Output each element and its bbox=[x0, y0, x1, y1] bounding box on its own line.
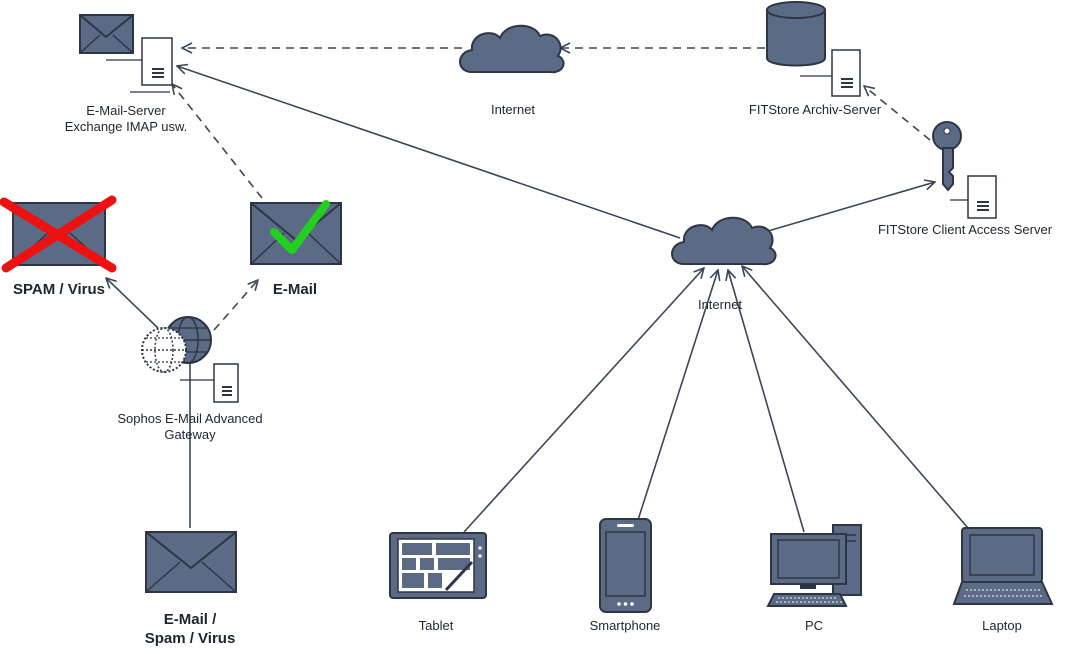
laptop-icon bbox=[952, 527, 1054, 605]
envelope-server-icon bbox=[79, 14, 173, 93]
edge-pc-to-internet bbox=[728, 270, 805, 533]
mail-server-label-1: E-Mail-Server bbox=[86, 103, 166, 118]
smartphone-icon bbox=[599, 518, 652, 613]
edge-gateway-to-email bbox=[213, 280, 258, 331]
pc-node: PC bbox=[766, 524, 862, 633]
internet-top-node: Internet bbox=[459, 24, 565, 117]
client-access-server-node: FITStore Client Access Server bbox=[878, 121, 1053, 237]
archive-server-label: FITStore Archiv-Server bbox=[749, 102, 882, 117]
cloud-icon bbox=[459, 24, 565, 74]
gateway-node: Sophos E-Mail Advanced Gateway bbox=[117, 316, 263, 442]
edge-internet-mid-to-mailserver bbox=[177, 66, 681, 239]
client-access-server-label: FITStore Client Access Server bbox=[878, 222, 1053, 237]
internet-top-label: Internet bbox=[491, 102, 535, 117]
envelope-crossed-icon bbox=[0, 195, 117, 273]
edge-laptop-to-internet bbox=[742, 266, 969, 529]
internet-mid-label: Internet bbox=[698, 297, 742, 312]
email-ok-node: E-Mail bbox=[250, 200, 342, 298]
gateway-label-1: Sophos E-Mail Advanced bbox=[117, 411, 262, 426]
edge-email-to-mailserver bbox=[172, 84, 263, 199]
envelope-check-icon bbox=[250, 200, 342, 265]
gateway-label-2: Gateway bbox=[164, 427, 216, 442]
key-server-icon bbox=[932, 121, 997, 219]
tablet-label: Tablet bbox=[419, 618, 454, 633]
envelope-icon bbox=[145, 531, 237, 593]
laptop-node: Laptop bbox=[952, 527, 1054, 633]
tablet-node: Tablet bbox=[389, 532, 487, 633]
spam-label: SPAM / Virus bbox=[13, 281, 105, 298]
incoming-label-1: E-Mail / bbox=[164, 611, 217, 628]
incoming-label-2: Spam / Virus bbox=[145, 630, 236, 647]
database-server-icon bbox=[766, 1, 861, 97]
internet-mid-node: Internet bbox=[671, 216, 777, 312]
incoming-mail-node: E-Mail / Spam / Virus bbox=[145, 531, 237, 647]
mail-server-node: E-Mail-Server Exchange IMAP usw. bbox=[65, 14, 188, 134]
edge-gateway-to-spam bbox=[106, 278, 159, 329]
edge-smartphone-to-internet bbox=[637, 270, 718, 521]
desktop-pc-icon bbox=[766, 524, 862, 607]
smartphone-label: Smartphone bbox=[590, 618, 661, 633]
smartphone-node: Smartphone bbox=[590, 518, 661, 633]
edge-tablet-to-internet bbox=[463, 268, 704, 533]
edge-key-to-archive bbox=[864, 86, 931, 141]
laptop-label: Laptop bbox=[982, 618, 1022, 633]
globe-server-icon bbox=[141, 316, 239, 403]
edge-internet-mid-to-cas bbox=[757, 182, 935, 235]
pc-label: PC bbox=[805, 618, 823, 633]
email-ok-label: E-Mail bbox=[273, 281, 317, 298]
tablet-icon bbox=[389, 532, 487, 599]
connections bbox=[106, 48, 969, 533]
archive-server-node: FITStore Archiv-Server bbox=[749, 1, 882, 117]
spam-node: SPAM / Virus bbox=[0, 195, 117, 298]
mail-server-label-2: Exchange IMAP usw. bbox=[65, 119, 188, 134]
cloud-icon bbox=[671, 216, 777, 266]
